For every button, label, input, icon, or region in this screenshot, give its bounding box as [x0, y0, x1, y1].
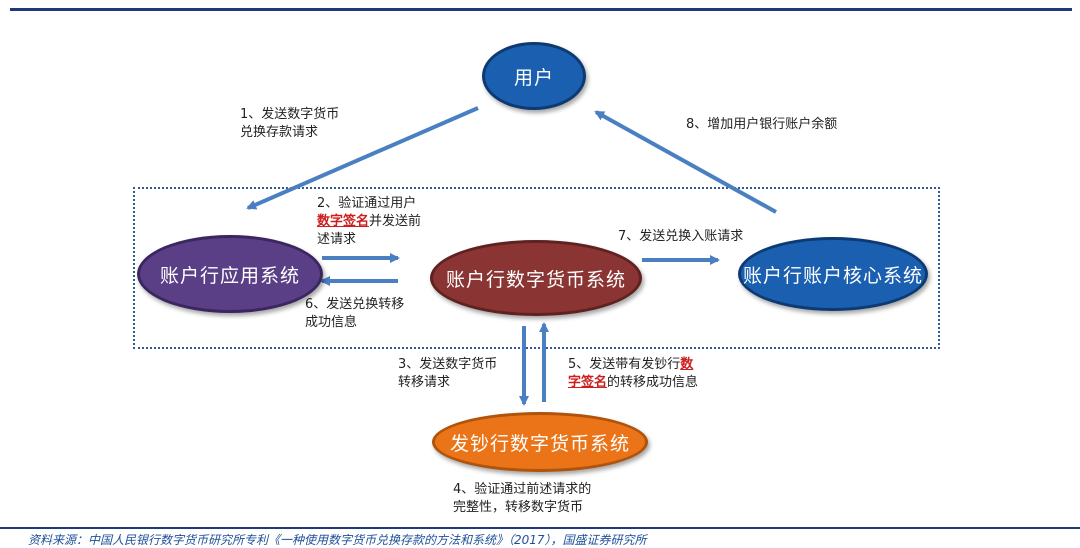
account-bank-boundary	[133, 187, 940, 349]
arrow-step-1	[246, 106, 479, 210]
label-step-6: 6、发送兑换转移 成功信息	[305, 297, 405, 330]
source-note: 资料来源：中国人民银行数字货币研究所专利《一种使用数字货币兑换存款的方法和系统》…	[28, 533, 647, 547]
node-issuer-digital-currency-system: 发钞行数字货币系统	[432, 412, 648, 472]
node-account-bank-digital-currency-system: 账户行数字货币系统	[430, 240, 642, 316]
label-step-1: 1、发送数字货币 兑换存款请求	[240, 107, 340, 140]
label-step-5: 5、发送带有发钞行数 字签名的转移成功信息	[568, 357, 699, 390]
label-step-8: 8、增加用户银行账户余额	[686, 117, 838, 132]
bottom-rule	[0, 527, 1080, 529]
highlight-digital-signature: 数字签名	[317, 214, 370, 229]
node-account-bank-app-system: 账户行应用系统	[137, 235, 323, 313]
node-account-bank-core-system: 账户行账户核心系统	[738, 237, 928, 311]
label-step-7: 7、发送兑换入账请求	[618, 229, 744, 244]
label-step-2: 2、验证通过用户 数字签名并发送前 述请求	[317, 196, 422, 247]
top-rule	[10, 8, 1072, 11]
label-step-3: 3、发送数字货币 转移请求	[398, 357, 498, 390]
arrow-step-8	[594, 110, 777, 214]
label-step-4: 4、验证通过前述请求的 完整性，转移数字货币	[453, 482, 592, 515]
node-user: 用户	[482, 42, 586, 110]
